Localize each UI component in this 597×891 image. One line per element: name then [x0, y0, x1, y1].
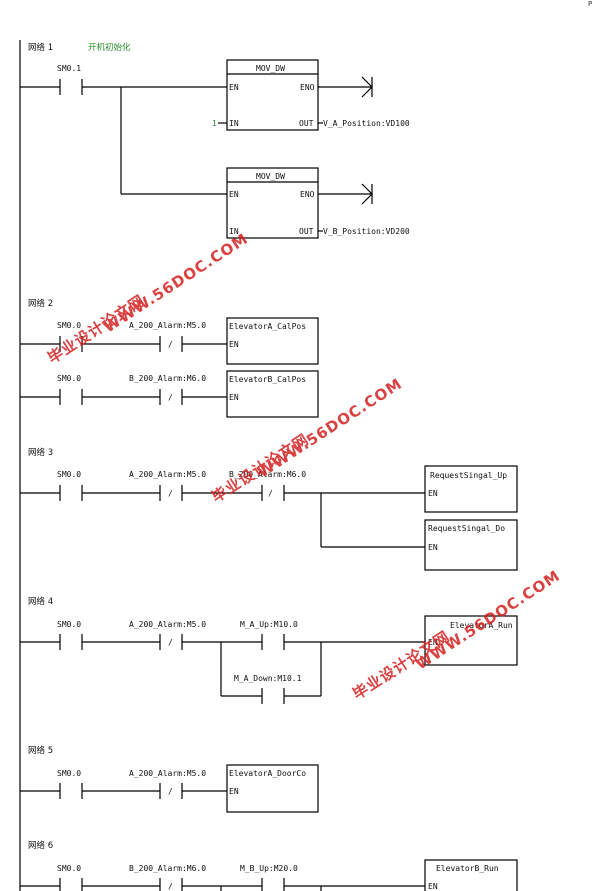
network-6-label: 网络 6 — [28, 840, 53, 851]
elevatora-calpos-title: ElevatorA_CalPos — [229, 322, 306, 331]
nc-mark: / — [268, 489, 273, 498]
elevatorb-run-title: ElevatorB_Run — [436, 864, 499, 873]
requestsingal-do-box — [424, 519, 518, 571]
elevatora-calpos-box — [226, 317, 319, 365]
nc-mark: / — [168, 340, 173, 349]
requestsingal-do-en: EN — [428, 543, 438, 552]
network-5: 网络 5 SM0.0 A_200_Alarm:M5.0 / ElevatorA_… — [20, 745, 319, 813]
elevatora-calpos-en: EN — [229, 340, 239, 349]
mov-dw-box-1 — [226, 59, 319, 131]
network-1: 网络 1 开机初始化 SM0.1 MOV_DW EN ENO IN OUT 1 … — [20, 42, 410, 239]
network-6: 网络 6 SM0.0 B_200_Alarm:M6.0 M_B_Up:M20.0… — [20, 840, 518, 891]
network-3-contact1: SM0.0 — [57, 470, 81, 479]
elevatora-run-title: ElevatorA_Run — [450, 621, 513, 630]
mov-dw-2-out-value: V_B_Position:VD200 — [323, 227, 410, 236]
elevatorb-calpos-box — [226, 370, 319, 418]
nc-mark: / — [168, 393, 173, 402]
network-5-label: 网络 5 — [28, 745, 53, 756]
nc-mark: / — [168, 638, 173, 647]
network-3-contact2: A_200_Alarm:M5.0 — [129, 470, 206, 479]
mov-dw-1-eno: ENO — [300, 83, 315, 92]
requestsingal-do-title: RequestSingal_Do — [428, 524, 505, 533]
network-5-contact2: A_200_Alarm:M5.0 — [129, 769, 206, 778]
network-2-row2-contact1: SM0.0 — [57, 374, 81, 383]
elevatora-doorco-en: EN — [229, 787, 239, 796]
corner-text: P — [588, 0, 592, 8]
mov-dw-1-title: MOV_DW — [256, 64, 285, 73]
network-1-comment: 开机初始化 — [88, 42, 131, 53]
network-4: 网络 4 SM0.0 A_200_Alarm:M5.0 M_A_Up:M10.0… — [20, 596, 518, 704]
elevatorb-run-en: EN — [428, 882, 438, 891]
network-4-contact2: A_200_Alarm:M5.0 — [129, 620, 206, 629]
requestsingal-up-title: RequestSingal_Up — [430, 471, 507, 480]
network-6-contact2: B_200_Alarm:M6.0 — [129, 864, 206, 873]
watermark-site: 毕业设计论文网 — [208, 430, 312, 506]
mov-dw-2-eno: ENO — [300, 190, 315, 199]
network-2-label: 网络 2 — [28, 298, 53, 309]
mov-dw-2-en: EN — [229, 190, 239, 199]
network-6-contact3: M_B_Up:M20.0 — [240, 864, 298, 873]
network-5-contact1: SM0.0 — [57, 769, 81, 778]
mov-dw-1-out: OUT — [299, 119, 314, 128]
network-3: 网络 3 SM0.0 A_200_Alarm:M5.0 B_200_Alarm:… — [20, 447, 518, 571]
elevatorb-calpos-title: ElevatorB_CalPos — [229, 375, 306, 384]
mov-dw-1-en: EN — [229, 83, 239, 92]
network-2-row1-contact1: SM0.0 — [57, 321, 81, 330]
elevatora-run-en: EN — [428, 638, 438, 647]
watermark-3: WWW.56DOC.COM 毕业设计论文网 — [349, 566, 563, 703]
elevatorb-calpos-en: EN — [229, 393, 239, 402]
network-4-contact4: M_A_Down:M10.1 — [234, 674, 302, 683]
mov-dw-1-out-value: V_A_Position:VD100 — [323, 119, 410, 128]
mov-dw-box-2 — [226, 167, 319, 239]
nc-mark: / — [168, 787, 173, 796]
network-3-contact3: B_200_Alarm:M6.0 — [229, 470, 306, 479]
mov-dw-2-in: IN — [229, 227, 239, 236]
elevatora-doorco-box — [226, 764, 319, 813]
network-1-contact-label: SM0.1 — [57, 64, 81, 73]
mov-dw-2-title: MOV_DW — [256, 172, 285, 181]
network-3-label: 网络 3 — [28, 447, 53, 458]
network-4-label: 网络 4 — [28, 596, 53, 607]
watermark-1: WWW.56DOC.COM 毕业设计论文网 — [44, 229, 251, 367]
elevatora-run-box — [424, 615, 518, 666]
network-4-contact1: SM0.0 — [57, 620, 81, 629]
nc-mark: / — [168, 489, 173, 498]
network-2: 网络 2 SM0.0 A_200_Alarm:M5.0 / ElevatorA_… — [20, 298, 319, 418]
requestsingal-up-box — [424, 465, 518, 513]
network-6-contact1: SM0.0 — [57, 864, 81, 873]
network-2-row1-contact2: A_200_Alarm:M5.0 — [129, 321, 206, 330]
network-4-contact3: M_A_Up:M10.0 — [240, 620, 298, 629]
mov-dw-1-in: IN — [229, 119, 239, 128]
mov-dw-1-in-value: 1 — [212, 119, 217, 128]
network-2-row2-contact2: B_200_Alarm:M6.0 — [129, 374, 206, 383]
requestsingal-up-en: EN — [428, 489, 438, 498]
elevatora-doorco-title: ElevatorA_DoorCo — [229, 769, 306, 778]
mov-dw-2-out: OUT — [299, 227, 314, 236]
network-1-label: 网络 1 — [28, 42, 53, 53]
elevatorb-run-box — [424, 859, 518, 891]
nc-mark: / — [168, 882, 173, 891]
